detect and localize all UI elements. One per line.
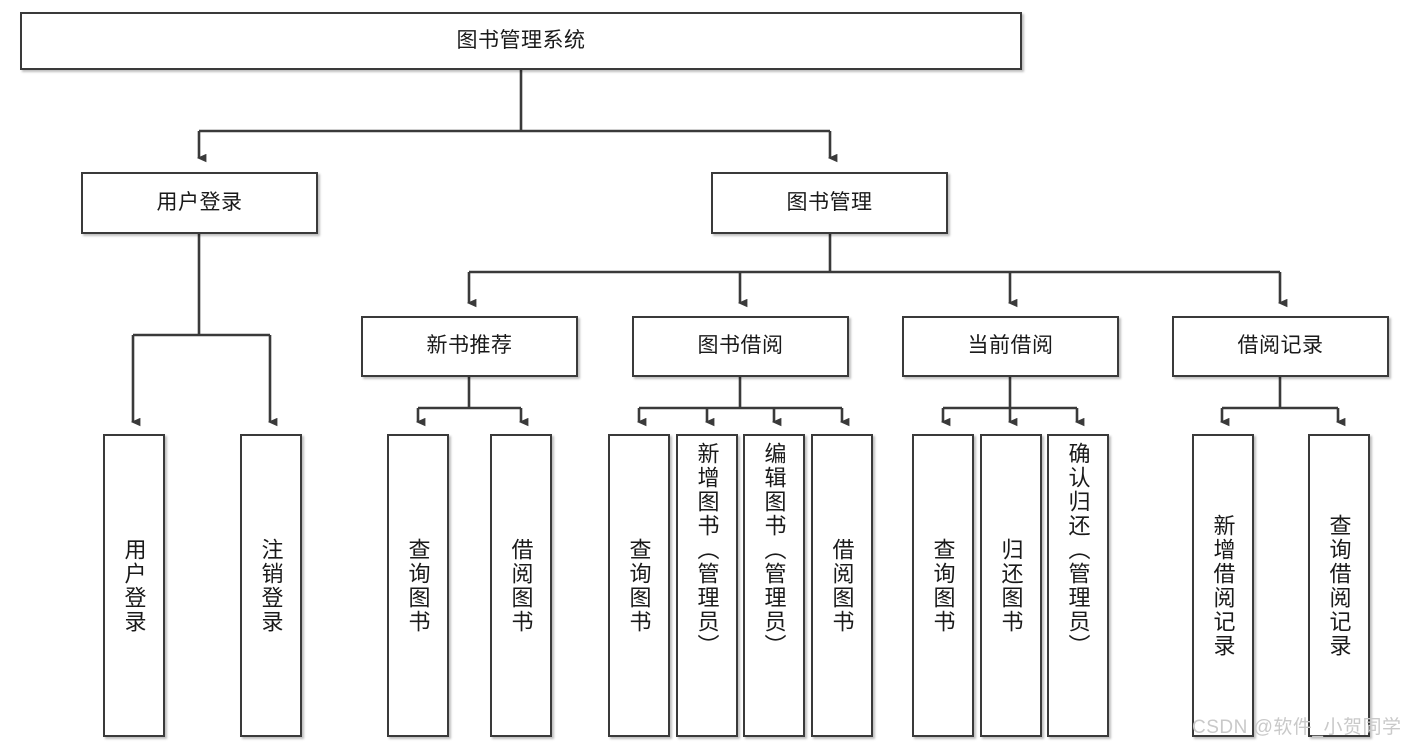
leaf-edit-book-admin[interactable]: 编辑图书（管理员） (743, 434, 805, 737)
leaf-query-book-recommend[interactable]: 查询图书 (387, 434, 449, 737)
leaf-borrow-book-recommend[interactable]: 借阅图书 (490, 434, 552, 737)
node-label: 查询借阅记录 (1326, 513, 1352, 658)
leaf-query-book-current[interactable]: 查询图书 (912, 434, 974, 737)
leaf-add-borrow-record[interactable]: 新增借阅记录 (1192, 434, 1254, 737)
node-label: 查询图书 (930, 537, 956, 634)
leaf-logout[interactable]: 注销登录 (240, 434, 302, 737)
node-label: 借阅记录 (1237, 334, 1324, 358)
leaf-return-book[interactable]: 归还图书 (980, 434, 1042, 737)
node-label: 查询图书 (626, 537, 652, 634)
node-label: 当前借阅 (967, 334, 1054, 358)
leaf-query-book-borrow[interactable]: 查询图书 (608, 434, 670, 737)
node-current-borrow[interactable]: 当前借阅 (902, 316, 1119, 377)
node-user-login[interactable]: 用户登录 (81, 172, 318, 234)
node-label: 新增借阅记录 (1210, 513, 1236, 658)
node-borrow-record[interactable]: 借阅记录 (1172, 316, 1389, 377)
leaf-query-borrow-record[interactable]: 查询借阅记录 (1308, 434, 1370, 737)
node-label: 新书推荐 (426, 334, 513, 358)
node-label: 图书借阅 (697, 334, 784, 358)
node-label: 图书管理系统 (456, 28, 586, 52)
node-label: 用户登录 (156, 190, 243, 214)
node-label: 借阅图书 (829, 537, 855, 634)
node-label: 查询图书 (405, 537, 431, 634)
node-new-book-recommend[interactable]: 新书推荐 (361, 316, 578, 377)
node-label: 借阅图书 (508, 537, 534, 634)
node-label: 注销登录 (258, 537, 284, 634)
node-label: 归还图书 (998, 537, 1024, 634)
node-label: 图书管理 (786, 190, 873, 214)
node-book-borrow[interactable]: 图书借阅 (632, 316, 849, 377)
node-label: 新增图书（管理员） (694, 442, 720, 658)
leaf-confirm-return-admin[interactable]: 确认归还（管理员） (1047, 434, 1109, 737)
leaf-add-book-admin[interactable]: 新增图书（管理员） (676, 434, 738, 737)
node-root-system[interactable]: 图书管理系统 (20, 12, 1022, 70)
node-label: 编辑图书（管理员） (761, 442, 787, 658)
leaf-borrow-book[interactable]: 借阅图书 (811, 434, 873, 737)
node-label: 确认归还（管理员） (1065, 442, 1091, 658)
node-label: 用户登录 (121, 537, 147, 634)
node-book-management[interactable]: 图书管理 (711, 172, 948, 234)
leaf-user-login[interactable]: 用户登录 (103, 434, 165, 737)
watermark: CSDN @软件_小贺同学 (1192, 717, 1402, 738)
